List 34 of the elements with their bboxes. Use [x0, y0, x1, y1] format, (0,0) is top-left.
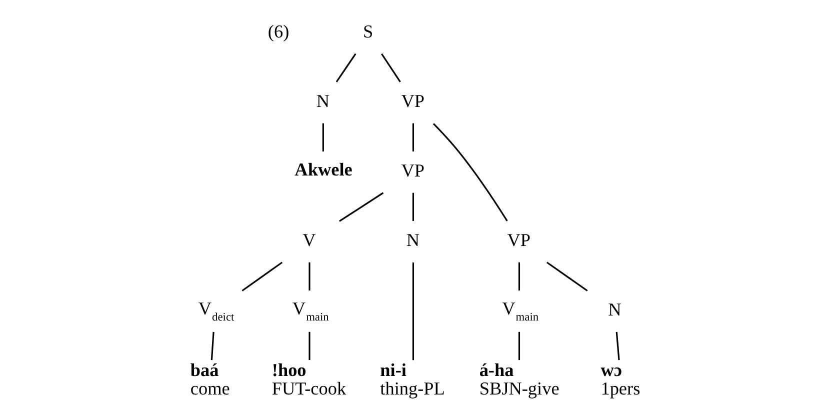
- connector: [412, 192, 414, 221]
- connector: [241, 262, 282, 292]
- connector: [380, 53, 400, 82]
- node-text: V: [302, 230, 316, 250]
- node-text: VP: [400, 91, 424, 112]
- connector: [546, 262, 588, 292]
- connector: [322, 123, 324, 152]
- node-text: N: [406, 230, 420, 250]
- connector: [518, 262, 520, 291]
- connector: [412, 262, 414, 360]
- connector: [335, 53, 356, 82]
- node-text: VP: [400, 160, 424, 181]
- node-text: N: [316, 91, 330, 112]
- node-text: ni-i thing-PL: [380, 360, 444, 398]
- node-text: S: [362, 22, 373, 42]
- connector: [518, 332, 520, 360]
- connector: [615, 332, 620, 360]
- node-text: baá come: [190, 360, 230, 398]
- node-text: V$_{main}$: [292, 298, 328, 324]
- node-text: wɔ 1pers: [600, 360, 640, 398]
- node-text: V$_{main}$: [502, 298, 538, 324]
- connector: [210, 332, 214, 360]
- node-text: !hoo FUT-cook: [271, 360, 346, 398]
- connector: [308, 262, 310, 291]
- connector: [338, 192, 384, 222]
- node-text: VP: [506, 230, 530, 250]
- connector: [308, 332, 310, 360]
- connector: [432, 123, 508, 222]
- connector: [412, 123, 414, 152]
- node-text: N: [608, 300, 621, 320]
- node-text: á-ha SBJN-give: [478, 360, 559, 398]
- node-text: Akwele: [294, 159, 352, 180]
- label: (6): [267, 22, 289, 42]
- node-text: V$_{deict}$: [198, 298, 234, 324]
